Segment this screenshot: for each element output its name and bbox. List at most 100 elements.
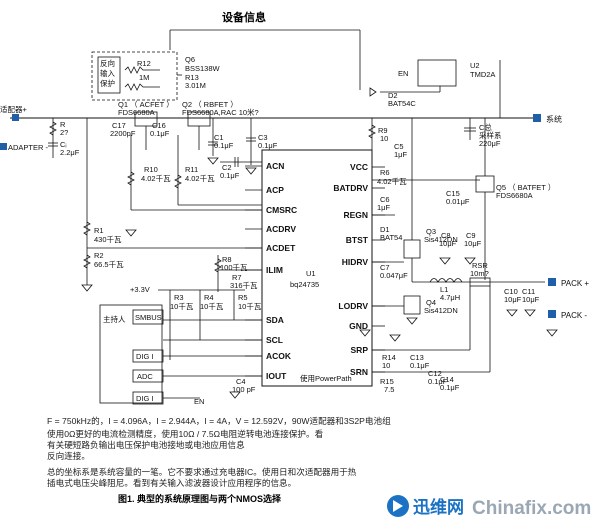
svg-text:+3.3V: +3.3V (130, 285, 150, 294)
chip-name: bq24735 (290, 280, 319, 289)
svg-text:C5: C5 (394, 142, 404, 151)
svg-text:R12: R12 (137, 59, 151, 68)
svg-text:DIG I: DIG I (136, 352, 154, 361)
adapter-plus-port (12, 114, 19, 121)
ground-icon (464, 257, 476, 265)
svg-text:100千瓦: 100千瓦 (220, 262, 248, 272)
pack-minus-label: PACK - (561, 311, 587, 320)
svg-text:10m?: 10m? (470, 269, 489, 278)
svg-text:100 pF: 100 pF (232, 385, 256, 394)
ground-icon (245, 167, 257, 175)
reverse-protection-box (91, 51, 178, 101)
svg-text:R14: R14 (382, 353, 396, 362)
ground-icon (359, 329, 371, 337)
pin-acdrv: ACDRV (266, 224, 296, 234)
pin-lodrv: LODRV (338, 301, 368, 311)
q2-mosfet (187, 111, 211, 150)
svg-text:FDS6680A: FDS6680A (118, 108, 155, 117)
ground-icon (389, 334, 401, 342)
svg-text:Q2 （ RBFET ）: Q2 （ RBFET ） (182, 100, 238, 109)
svg-text:1μF: 1μF (377, 203, 390, 212)
svg-text:10千瓦: 10千瓦 (238, 301, 262, 311)
svg-text:R8: R8 (222, 255, 232, 264)
svg-text:430千瓦: 430千瓦 (94, 234, 122, 244)
svg-text:10: 10 (382, 361, 390, 370)
pin-btst: BTST (346, 235, 369, 245)
svg-text:4.02千瓦: 4.02千瓦 (141, 173, 171, 183)
pin-hidrv: HIDRV (342, 257, 369, 267)
pack-plus-port (548, 278, 556, 286)
svg-text:10μF: 10μF (504, 295, 522, 304)
system-port (533, 114, 541, 122)
chip-ref: U1 (306, 269, 316, 278)
ground-icon (207, 157, 219, 165)
note-line-1: F = 750kHz的，I = 4.096A，I = 2.944A，I = 4A… (47, 416, 391, 426)
svg-text:10μF: 10μF (439, 239, 457, 248)
note-line-4: 反向连接。 (47, 451, 90, 461)
pin-acp: ACP (266, 185, 284, 195)
q5-mosfet (475, 175, 495, 193)
svg-text:0.1μF: 0.1μF (410, 361, 430, 370)
svg-text:C8: C8 (441, 231, 451, 240)
rsr-resistor (469, 277, 491, 287)
svg-text:R1: R1 (94, 226, 104, 235)
svg-text:C3: C3 (258, 133, 268, 142)
svg-text:316千瓦: 316千瓦 (230, 280, 258, 290)
pin-sda: SDA (266, 315, 284, 325)
svg-text:0.1μF: 0.1μF (150, 129, 170, 138)
svg-text:R13: R13 (185, 73, 199, 82)
pin-iout: IOUT (266, 371, 287, 381)
adapter-minus-port (0, 143, 7, 150)
svg-text:10μF: 10μF (522, 295, 540, 304)
svg-text:0.1μF: 0.1μF (214, 141, 234, 150)
svg-text:C6: C6 (380, 195, 390, 204)
svg-text:66.5千瓦: 66.5千瓦 (94, 259, 124, 269)
svg-text:反向: 反向 (100, 58, 115, 68)
svg-text:BAT54: BAT54 (380, 233, 402, 242)
svg-text:0.1μF: 0.1μF (258, 141, 278, 150)
svg-text:C15: C15 (446, 189, 460, 198)
svg-text:C9: C9 (466, 231, 476, 240)
svg-text:4.02千瓦: 4.02千瓦 (377, 176, 407, 186)
svg-text:FDS6680A: FDS6680A (496, 191, 533, 200)
svg-text:采样系: 采样系 (479, 130, 502, 140)
svg-text:0.1μF: 0.1μF (428, 377, 448, 386)
svg-text:输入: 输入 (100, 68, 115, 78)
u2-block (417, 59, 457, 87)
d2-diode (369, 87, 377, 97)
svg-text:SMBUS: SMBUS (135, 313, 162, 322)
svg-text:C11: C11 (522, 287, 535, 296)
svg-text:2200pF: 2200pF (110, 129, 136, 138)
svg-text:D2: D2 (388, 91, 398, 100)
svg-text:2?: 2? (60, 128, 68, 137)
svg-text:EN: EN (398, 69, 408, 78)
svg-text:10千瓦: 10千瓦 (170, 301, 194, 311)
note-line-6: 插电式电压尖峰阻尼。看到有关输入滤波器设计应用程序的信息。 (47, 478, 297, 488)
watermark-brand-en: Chinafix.com (472, 498, 591, 519)
svg-text:C12: C12 (428, 369, 442, 378)
svg-text:C17: C17 (112, 121, 126, 130)
svg-text:保护: 保护 (100, 78, 115, 88)
pack-plus-label: PACK + (561, 279, 589, 288)
svg-text:C4: C4 (236, 377, 246, 386)
svg-text:3.01M: 3.01M (185, 81, 206, 90)
pin-gnd: GND (349, 321, 368, 331)
note-line-3: 有关硬短路负输出电压保护电池接地或电池应用信息 (47, 440, 245, 450)
ground-icon (506, 309, 518, 317)
svg-text:R15: R15 (380, 377, 394, 386)
svg-text:10: 10 (380, 134, 388, 143)
svg-text:FDS6680A,RAC 10米?: FDS6680A,RAC 10米? (182, 107, 259, 117)
ground-icon (546, 329, 558, 337)
q3-mosfet (403, 239, 421, 259)
svg-text:ADC: ADC (137, 372, 153, 381)
svg-text:2.2μF: 2.2μF (60, 148, 80, 157)
svg-text:C16: C16 (152, 121, 166, 130)
pin-regn: REGN (343, 210, 368, 220)
svg-text:0.1μF: 0.1μF (440, 383, 460, 392)
svg-text:EN: EN (194, 397, 204, 406)
svg-text:R10: R10 (144, 165, 158, 174)
svg-text:Q4: Q4 (426, 298, 436, 307)
pin-srn: SRN (350, 367, 368, 377)
